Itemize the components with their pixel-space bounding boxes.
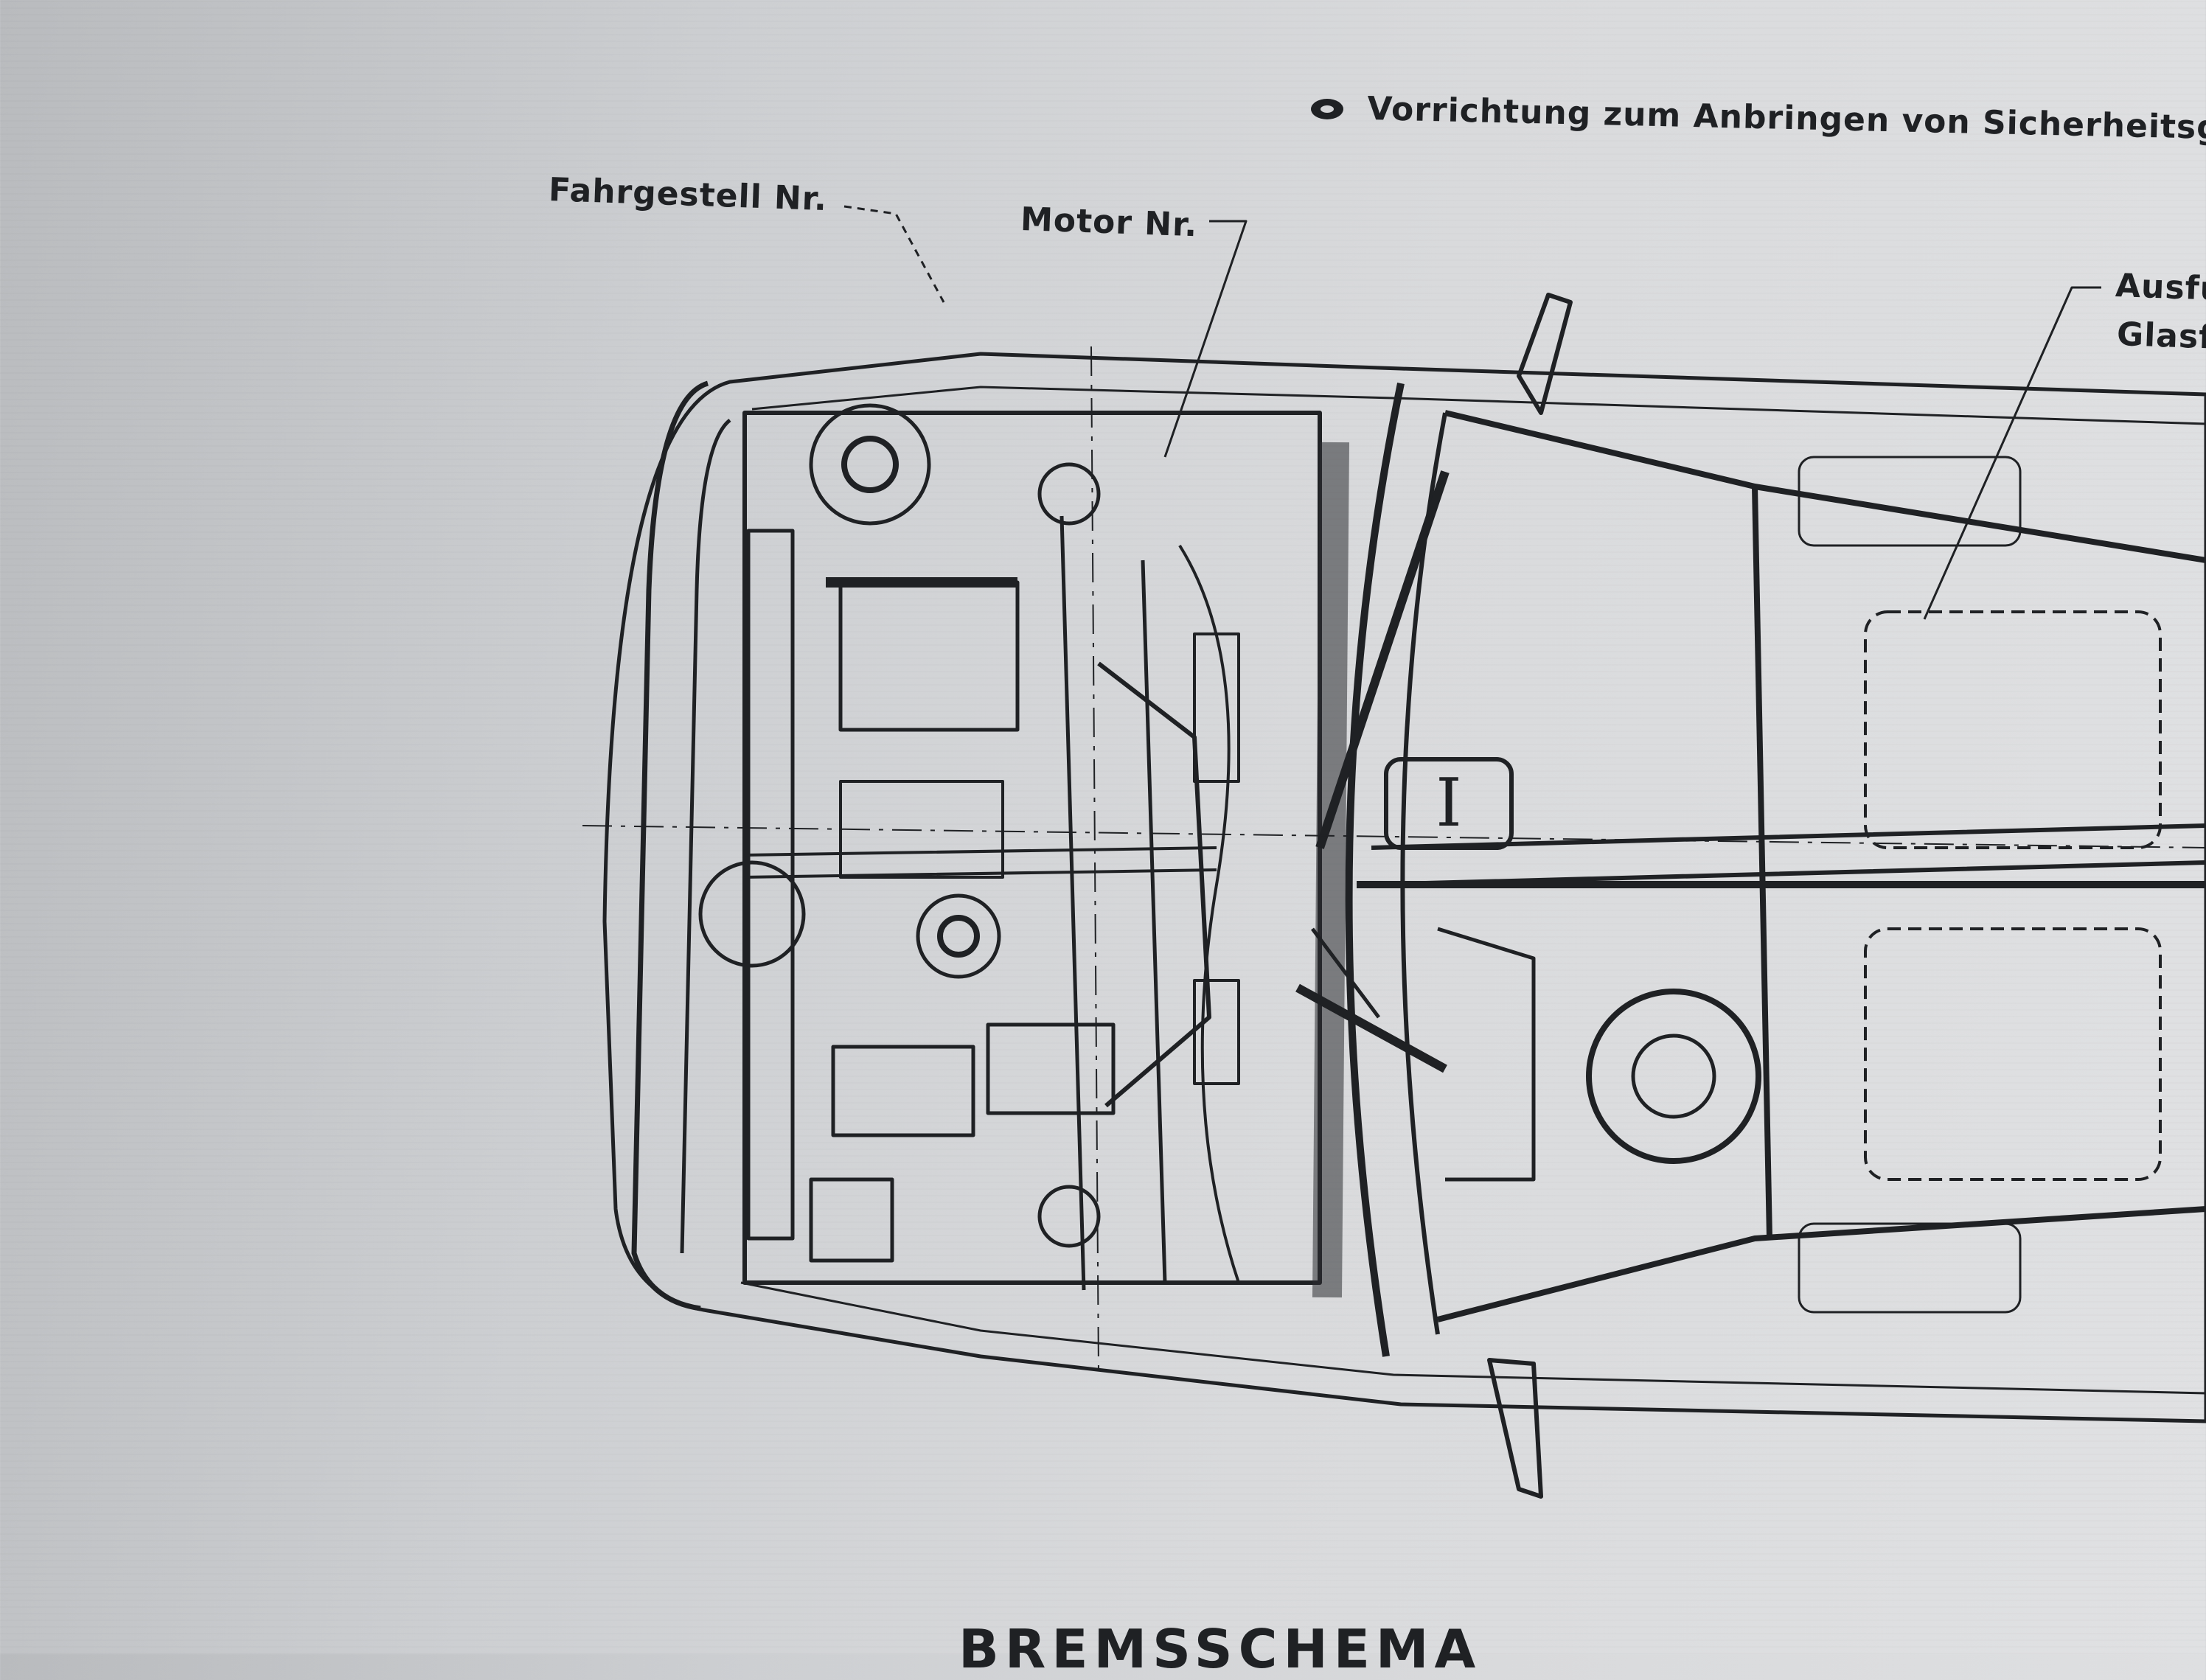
steering-wheel	[1586, 989, 1761, 1164]
engine-pulley-bottom	[1037, 1185, 1101, 1248]
front-bumper	[631, 380, 709, 1311]
exhaust-pipe	[1371, 823, 2206, 887]
battery	[809, 1177, 894, 1263]
bottom-heading: BREMSSCHEMA	[958, 1618, 1482, 1680]
steering-column	[1295, 983, 1447, 1073]
right-callout-line1: Ausfü	[2115, 267, 2206, 309]
wiper-blade	[1315, 470, 1450, 849]
engine-wheel-hub-top	[809, 403, 931, 526]
centerline	[582, 825, 2206, 848]
engine-number-label: Motor Nr.	[1020, 201, 1199, 245]
seat-right	[1864, 927, 2162, 1181]
engine-pulley-top	[1037, 462, 1101, 526]
engine-bay	[742, 411, 1322, 1285]
catalytic-converter	[1384, 757, 1514, 850]
windshield-frame	[1345, 382, 1405, 1357]
radiator	[746, 529, 795, 1241]
chassis-leader-line	[843, 205, 945, 303]
right-label-leader-line	[1923, 286, 2101, 620]
mirror-left	[1517, 293, 1573, 415]
seatbelt-anchor-symbol-icon	[1311, 99, 1343, 119]
svg-text:I: I	[1436, 764, 1462, 842]
engine-leader-line	[1163, 220, 1248, 458]
seat-left	[1864, 610, 2162, 849]
mirror-right	[1487, 1358, 1543, 1499]
right-callout-line2: Glasf	[2116, 316, 2206, 357]
fan	[698, 860, 806, 968]
